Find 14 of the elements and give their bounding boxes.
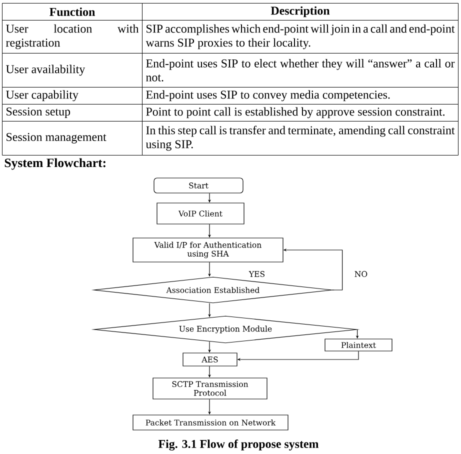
table-cell: End-point uses SIP to convey media competencies. [142, 87, 458, 104]
figure-caption: Fig. 3.1 Flow of propose system [158, 439, 319, 451]
table-cell: User location with registration [2, 20, 142, 54]
header-cell: Function [2, 3, 142, 20]
table-cell: Session setup [2, 104, 142, 122]
table-cell: Point to point call is established by approve session constraint. [142, 104, 458, 122]
table-cell: Session management [2, 121, 142, 156]
table-cell: User availability [2, 53, 142, 88]
section-heading: System Flowchart: [4, 158, 106, 170]
table-cell: In this step call is transfer and terminate, amending call constraint using SIP. [142, 121, 458, 156]
table-cell: User capability [2, 87, 142, 104]
table-cell: End-point uses SIP to elect whether they will “answer” a call or not. [142, 53, 458, 88]
header-cell: Description [142, 3, 458, 20]
table-cell: SIP accomplishes which end-point will join in a call and end-point warns SIP proxies to their locality. [142, 20, 458, 54]
